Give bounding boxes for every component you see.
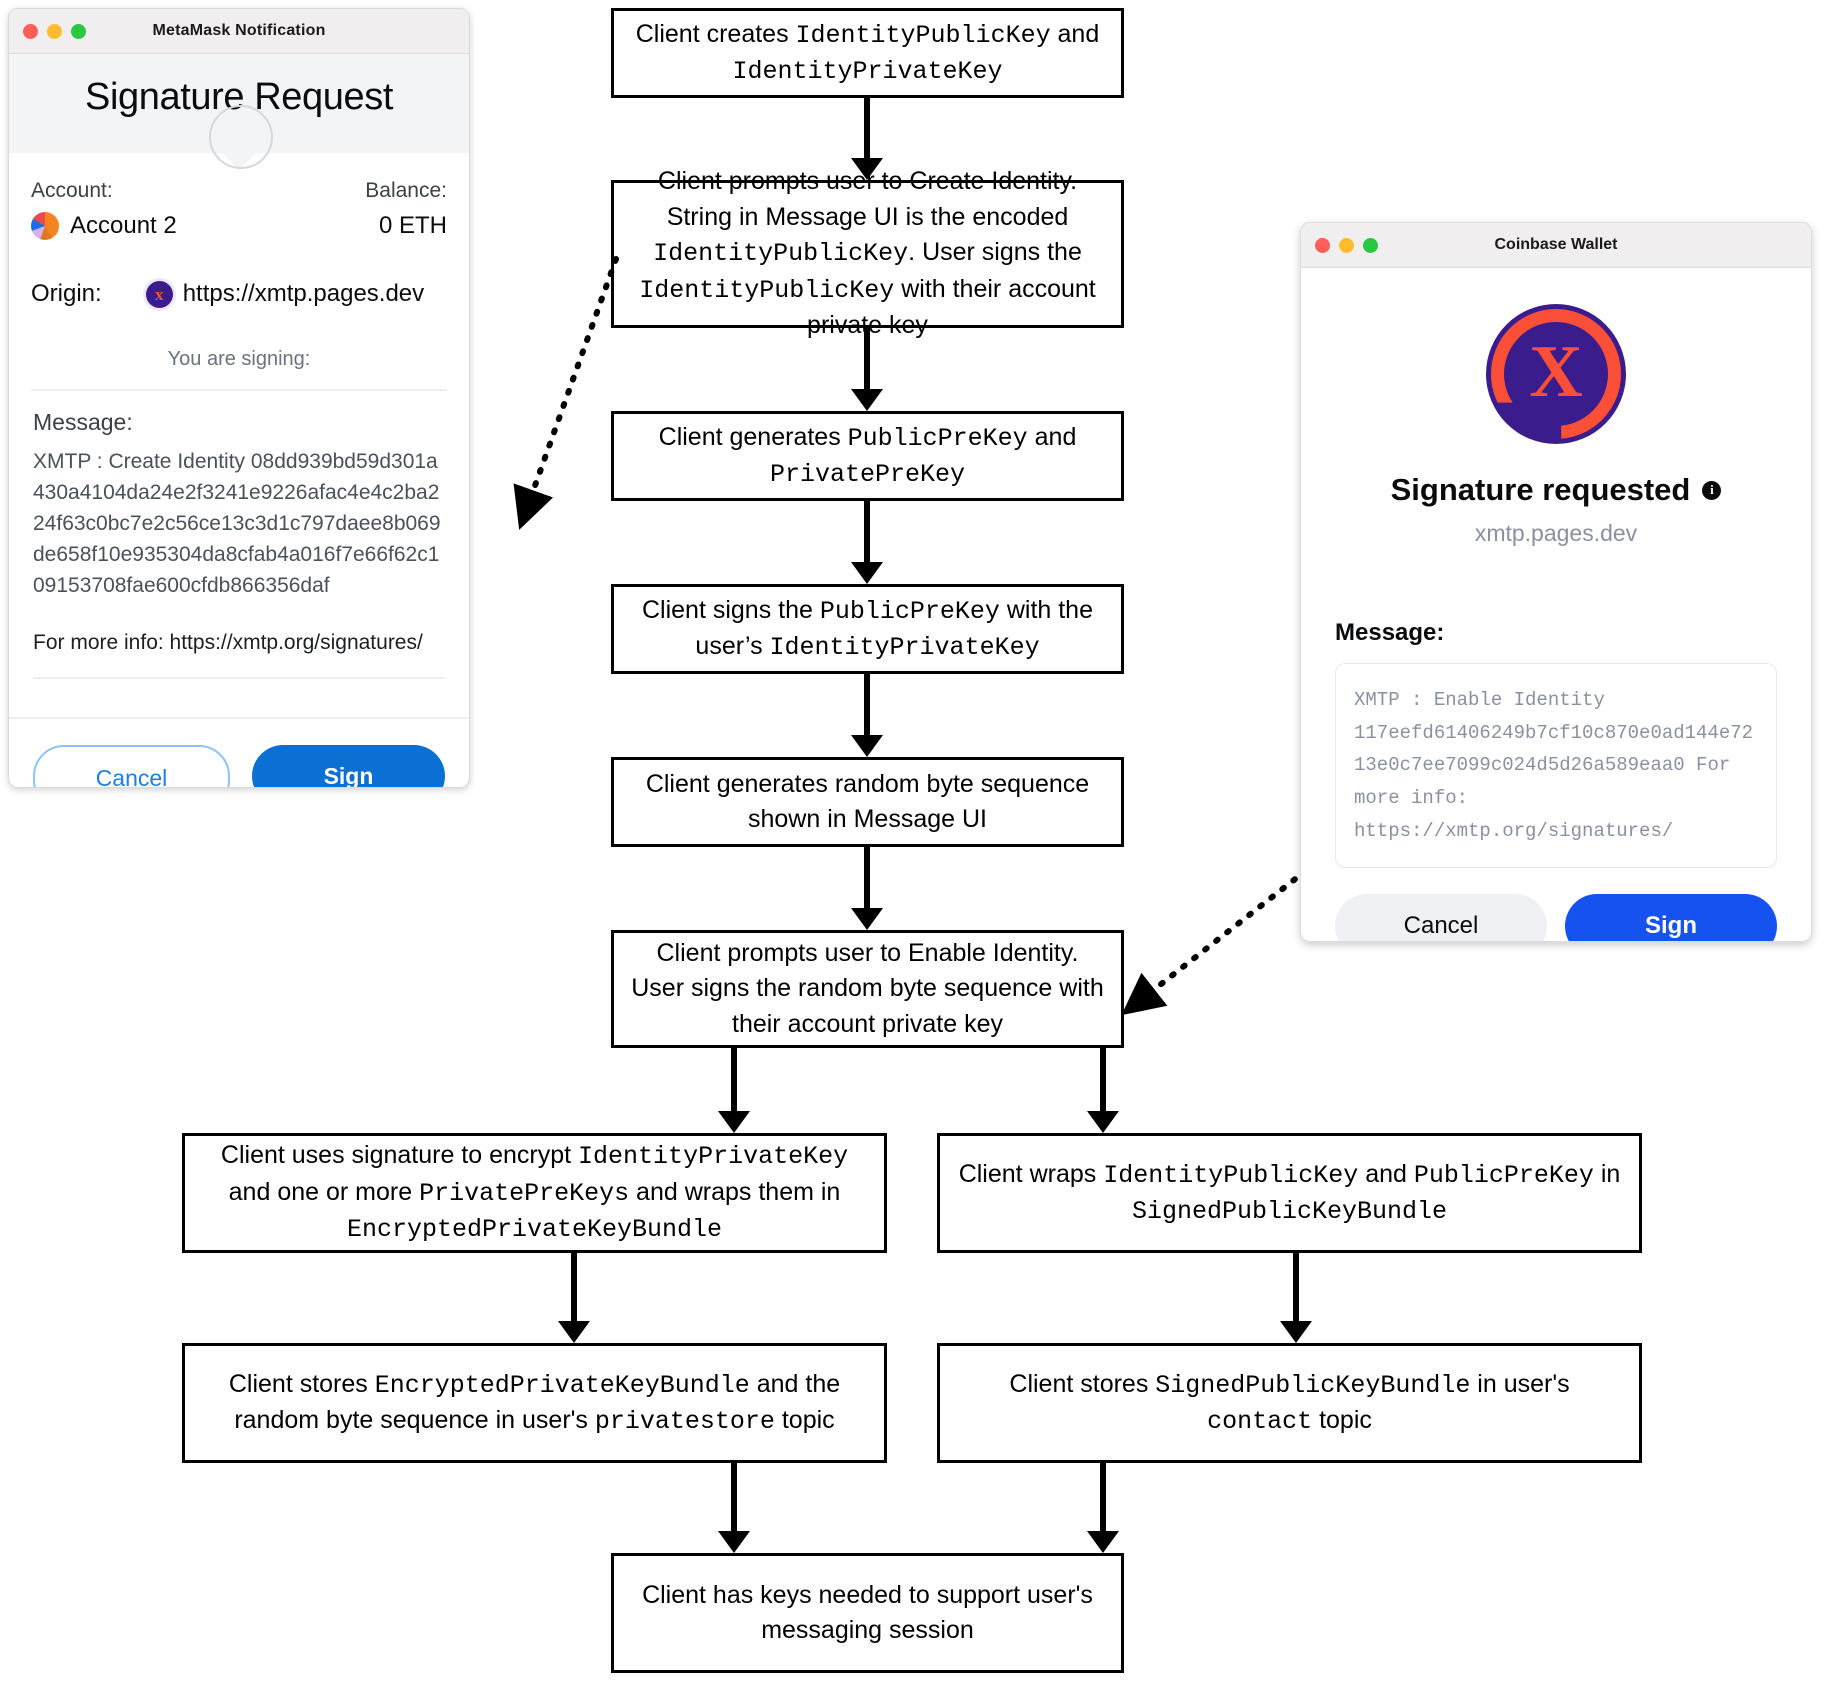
message-label: Message:	[33, 409, 133, 435]
arrow-n9-n11-head	[718, 1531, 750, 1553]
coinbase-wallet-window: Coinbase Wallet X Signature requested i …	[1300, 222, 1812, 942]
window-traffic-lights[interactable]	[1315, 237, 1378, 253]
coinbase-message-label: Message:	[1335, 619, 1445, 646]
metamask-notification-window: MetaMask Notification Signature Request …	[8, 8, 470, 788]
balance-block: Balance: 0 ETH	[365, 179, 447, 240]
flow-node-prompt-enable-identity: Client prompts user to Enable Identity. …	[611, 930, 1124, 1048]
arrow-n8-n10-head	[1280, 1321, 1312, 1343]
coinbase-heading: Signature requested i	[1301, 472, 1811, 508]
minimize-icon[interactable]	[47, 23, 62, 39]
cancel-button[interactable]: Cancel	[33, 745, 230, 787]
dotted-arrow-n6-to-coinbase-message	[1121, 873, 1302, 1016]
flow-node-encrypt-private-bundle: Client uses signature to encrypt Identit…	[182, 1133, 887, 1253]
origin-value: https://xmtp.pages.dev	[182, 280, 425, 307]
account-name: Account 2	[70, 212, 177, 239]
arrow-n3-n4-head	[851, 562, 883, 584]
flow-node-generate-prekeys: Client generates PublicPreKey and Privat…	[611, 411, 1124, 501]
account-avatar-icon	[31, 212, 59, 240]
flow-node-session-ready: Client has keys needed to support user's…	[611, 1553, 1124, 1673]
arrow-n8-n10-line	[1293, 1253, 1299, 1321]
arrow-n10-n11-line	[1100, 1463, 1106, 1531]
arrow-n6-n7-line	[731, 1048, 737, 1111]
sign-button[interactable]: Sign	[252, 745, 445, 787]
origin-label: Origin:	[31, 280, 102, 307]
flow-node-store-public-bundle: Client stores SignedPublicKeyBundle in u…	[937, 1343, 1642, 1463]
account-balance-row: Account: Account 2 Balance: 0 ETH	[31, 179, 447, 240]
coinbase-window-title: Coinbase Wallet	[1494, 236, 1618, 253]
arrow-n7-n9-head	[558, 1321, 590, 1343]
coinbase-footer: Cancel Sign	[1335, 894, 1777, 941]
arrow-n4-n5-head	[851, 735, 883, 757]
maximize-icon[interactable]	[1363, 237, 1378, 253]
arrow-n6-n8-line	[1100, 1048, 1106, 1111]
flow-node-wrap-public-bundle: Client wraps IdentityPublicKey and Publi…	[937, 1133, 1642, 1253]
arrow-n2-n3-head	[851, 389, 883, 411]
account-label: Account:	[31, 179, 113, 202]
close-icon[interactable]	[23, 23, 38, 39]
arrow-n7-n9-line	[571, 1253, 577, 1321]
flow-node-prompt-create-identity: Client prompts user to Create Identity. …	[611, 167, 1124, 339]
flow-node-store-private-bundle: Client stores EncryptedPrivateKeyBundle …	[182, 1343, 887, 1463]
arrow-n6-n7-head	[718, 1111, 750, 1133]
arrow-n5-n6-line	[864, 847, 870, 908]
arrow-n6-n8-head	[1087, 1111, 1119, 1133]
dotted-arrow-n2-to-metamask-message	[513, 256, 619, 530]
more-info-text: For more info: https://xmtp.org/signatur…	[33, 631, 423, 655]
divider	[33, 677, 445, 680]
arrow-n9-n11-line	[731, 1463, 737, 1531]
minimize-icon[interactable]	[1339, 237, 1354, 253]
xmtp-favicon-icon: x	[145, 280, 173, 308]
arrow-n1-n2-head	[851, 158, 883, 180]
close-icon[interactable]	[1315, 237, 1330, 253]
flow-node-random-bytes: Client generates random byte sequence sh…	[611, 757, 1124, 847]
coinbase-host: xmtp.pages.dev	[1474, 520, 1638, 546]
info-icon[interactable]: i	[1702, 480, 1722, 500]
xmtp-logo-x: X	[1529, 331, 1583, 413]
coinbase-titlebar: Coinbase Wallet	[1301, 223, 1811, 268]
arrow-n2-n3-line	[864, 328, 870, 389]
metamask-footer: Cancel Sign	[9, 717, 469, 787]
you-are-signing-label: You are signing:	[31, 348, 447, 391]
loading-circle	[209, 105, 273, 169]
coinbase-heading-text: Signature requested	[1390, 472, 1691, 507]
message-text: XMTP : Create Identity 08dd939bd59d301a4…	[33, 450, 441, 598]
coinbase-message-text: XMTP : Enable Identity 117eefd61406249b7…	[1335, 663, 1777, 869]
maximize-icon[interactable]	[71, 23, 86, 39]
arrow-n1-n2-line	[864, 98, 870, 158]
metamask-body: Account: Account 2 Balance: 0 ETH Origin…	[9, 105, 469, 391]
balance-label: Balance:	[365, 179, 447, 202]
arrow-n3-n4-line	[864, 501, 870, 562]
origin-row: Origin: x https://xmtp.pages.dev	[31, 280, 447, 308]
arrow-n10-n11-head	[1087, 1531, 1119, 1553]
arrow-n4-n5-line	[864, 674, 870, 735]
xmtp-logo-icon: X	[1486, 304, 1626, 444]
flow-node-create-identity-keys: Client creates IdentityPublicKey and Ide…	[611, 8, 1124, 98]
metamask-message-section: Message: XMTP : Create Identity 08dd939b…	[9, 391, 469, 680]
metamask-titlebar: MetaMask Notification	[9, 9, 469, 54]
metamask-window-title: MetaMask Notification	[152, 22, 326, 39]
balance-value: 0 ETH	[378, 212, 447, 239]
account-block: Account: Account 2	[31, 179, 177, 240]
flow-node-sign-prekey: Client signs the PublicPreKey with the u…	[611, 584, 1124, 674]
cancel-button[interactable]: Cancel	[1335, 894, 1547, 941]
window-traffic-lights[interactable]	[23, 23, 86, 39]
arrow-n5-n6-head	[851, 908, 883, 930]
sign-button[interactable]: Sign	[1565, 894, 1777, 941]
